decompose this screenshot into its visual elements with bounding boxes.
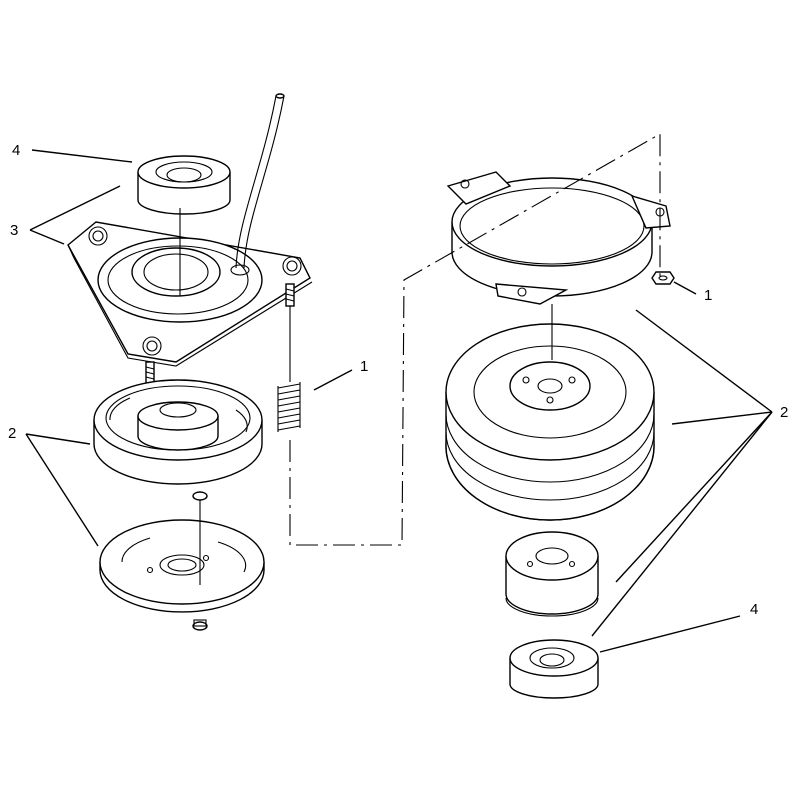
- rivet: [192, 491, 208, 501]
- callout-1-right: 1: [704, 287, 712, 304]
- left-bearing: [137, 155, 231, 215]
- callout-4-left: 4: [12, 142, 20, 159]
- left-rotor: [93, 379, 263, 485]
- left-armature-plate: [99, 519, 265, 613]
- callout-2-right: 2: [780, 404, 788, 421]
- leaders: [25, 149, 773, 653]
- spring: [277, 382, 301, 432]
- left-field-coil-housing: [67, 221, 313, 367]
- callout-2-left: 2: [8, 425, 16, 442]
- screw-left: [145, 361, 155, 385]
- assembly-line: [289, 133, 661, 546]
- wire-lead: [235, 93, 285, 269]
- small-nut: [192, 619, 208, 631]
- right-bracket-ring: [446, 171, 671, 305]
- right-hub: [505, 531, 599, 617]
- screw-right: [285, 283, 295, 307]
- callout-1-left: 1: [360, 358, 368, 375]
- right-pulley: [445, 323, 655, 521]
- callout-4-right: 4: [750, 601, 758, 618]
- callout-3-left: 3: [10, 222, 18, 239]
- right-nut: [651, 271, 675, 285]
- right-bearing: [509, 639, 599, 699]
